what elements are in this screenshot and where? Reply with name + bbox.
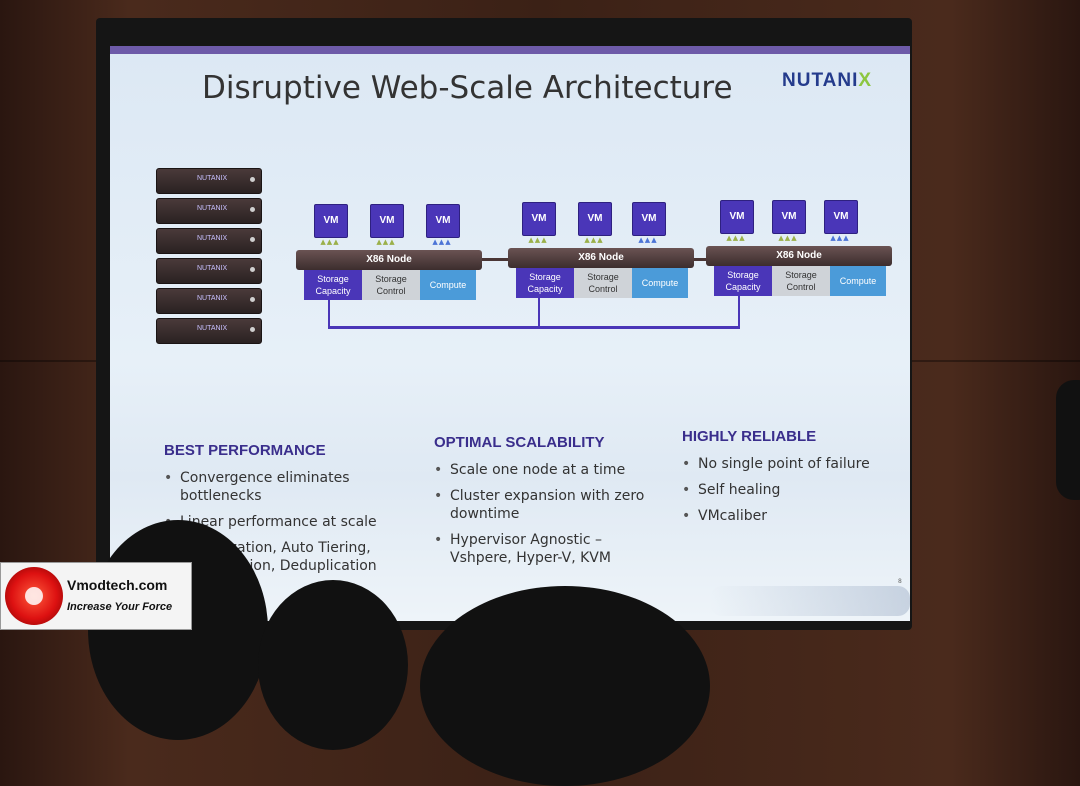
page-number: 8	[898, 578, 902, 585]
storage-capacity-cell: Storage Capacity	[304, 270, 362, 300]
vm-box: VM	[632, 202, 666, 236]
vm-box: VM	[824, 200, 858, 234]
node-label: X86 Node	[706, 246, 892, 266]
server-unit: NUTANIX	[156, 168, 262, 194]
node-cells: Storage Capacity Storage Control Compute	[714, 266, 886, 296]
slide-title: Disruptive Web-Scale Architecture	[202, 70, 733, 106]
nutanix-logo: NUTANIX	[782, 70, 873, 91]
io-arrows: ▲▲▲	[638, 236, 658, 244]
bullet-item: Convergence eliminates bottlenecks	[164, 469, 414, 505]
io-arrows: ▲▲▲	[528, 236, 548, 244]
bullet-item: Hypervisor Agnostic – Vshpere, Hyper-V, …	[434, 531, 654, 567]
node-label: X86 Node	[508, 248, 694, 268]
server-unit: NUTANIX	[156, 198, 262, 224]
column-heading: BEST PERFORMANCE	[164, 442, 326, 459]
bullet-item: No single point of failure	[682, 455, 892, 473]
compute-cell: Compute	[420, 270, 476, 300]
storage-capacity-cell: Storage Capacity	[516, 268, 574, 298]
column-heading: HIGHLY RELIABLE	[682, 428, 817, 445]
column-optimal-scalability: OPTIMAL SCALABILITY Scale one node at a …	[434, 434, 654, 575]
node-label: X86 Node	[296, 250, 482, 270]
storage-control-cell: Storage Control	[362, 270, 420, 300]
vm-box: VM	[314, 204, 348, 238]
audience-shoulder	[1056, 380, 1080, 500]
node-cells: Storage Capacity Storage Control Compute	[516, 268, 688, 298]
io-arrows: ▲▲▲	[320, 238, 340, 246]
bullet-item: Self healing	[682, 481, 892, 499]
watermark-title: Vmodtech.com	[67, 577, 168, 593]
vm-box: VM	[772, 200, 806, 234]
x86-node: VM VM VM ▲▲▲ ▲▲▲ ▲▲▲ X86 Node Storage Ca…	[508, 202, 694, 302]
bullet-item: Cluster expansion with zero downtime	[434, 487, 654, 523]
vm-box: VM	[522, 202, 556, 236]
io-arrows: ▲▲▲	[432, 238, 452, 246]
node-link	[684, 258, 708, 261]
projection-screen: Disruptive Web-Scale Architecture NUTANI…	[110, 46, 910, 621]
slide-top-bar	[110, 46, 910, 54]
vm-box: VM	[578, 202, 612, 236]
x86-node: VM VM VM ▲▲▲ ▲▲▲ ▲▲▲ X86 Node Storage Ca…	[296, 204, 482, 304]
io-arrows: ▲▲▲	[726, 234, 746, 242]
connector-line	[738, 272, 740, 328]
audience-head	[420, 586, 710, 786]
vmodtech-watermark: Vmodtech.com Increase Your Force	[0, 562, 192, 630]
storage-capacity-cell: Storage Capacity	[714, 266, 772, 296]
vmodtech-logo-badge	[5, 567, 63, 625]
compute-cell: Compute	[830, 266, 886, 296]
audience-head	[258, 580, 408, 750]
server-unit: NUTANIX	[156, 228, 262, 254]
storage-control-cell: Storage Control	[772, 266, 830, 296]
compute-cell: Compute	[632, 268, 688, 298]
server-stack: NUTANIX NUTANIX NUTANIX NUTANIX NUTANIX …	[156, 168, 266, 348]
connector-line	[328, 272, 330, 328]
bullet-item: Scale one node at a time	[434, 461, 654, 479]
io-arrows: ▲▲▲	[830, 234, 850, 242]
vm-box: VM	[370, 204, 404, 238]
server-unit: NUTANIX	[156, 258, 262, 284]
vm-box: VM	[720, 200, 754, 234]
node-cells: Storage Capacity Storage Control Compute	[304, 270, 476, 300]
bullet-item: VMcaliber	[682, 507, 892, 525]
io-arrows: ▲▲▲	[376, 238, 396, 246]
storage-control-cell: Storage Control	[574, 268, 632, 298]
audience-head	[88, 520, 268, 740]
connector-line	[328, 326, 740, 329]
watermark-tagline: Increase Your Force	[67, 601, 173, 613]
column-heading: OPTIMAL SCALABILITY	[434, 434, 605, 451]
node-link	[482, 258, 510, 261]
x86-node: VM VM VM ▲▲▲ ▲▲▲ ▲▲▲ X86 Node Storage Ca…	[706, 200, 892, 300]
vm-box: VM	[426, 204, 460, 238]
io-arrows: ▲▲▲	[584, 236, 604, 244]
server-unit: NUTANIX	[156, 318, 262, 344]
server-unit: NUTANIX	[156, 288, 262, 314]
connector-line	[538, 272, 540, 328]
column-highly-reliable: HIGHLY RELIABLE No single point of failu…	[682, 428, 892, 533]
io-arrows: ▲▲▲	[778, 234, 798, 242]
water-splash-graphic	[710, 586, 910, 616]
